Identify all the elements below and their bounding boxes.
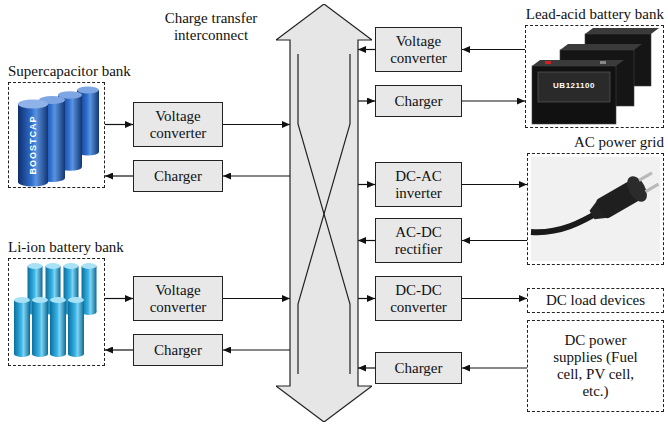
converter-box: Voltage converter [375, 27, 462, 72]
connector-arrow [105, 349, 133, 350]
cell-body [68, 300, 84, 354]
plug-face [623, 173, 651, 205]
box-label: DC-AC inverter [380, 168, 457, 202]
interconnect-arrow: Charge transfer interconnect [276, 4, 372, 422]
load-box: DC load devices [527, 288, 664, 313]
connector-arrow [462, 49, 525, 50]
plug-picture [531, 157, 662, 261]
connector-arrow [358, 49, 375, 50]
interconnect-outline [276, 4, 372, 422]
cell-top [82, 263, 97, 269]
connector-arrow [358, 100, 375, 101]
box-label: DC load devices [546, 292, 645, 309]
brand-print: BOOSTCAP [29, 115, 38, 174]
inverter-box: DC-AC inverter [375, 162, 462, 207]
connector-arrow [462, 367, 527, 368]
terminal [545, 61, 551, 64]
converter-box: Voltage converter [133, 102, 223, 147]
connector-arrow [358, 367, 375, 368]
box-label: Charger [394, 360, 442, 377]
bus-line [298, 54, 350, 374]
connector-arrow [462, 298, 527, 299]
supercapacitor-picture [18, 87, 99, 187]
cap-top [77, 87, 99, 94]
node-heading: Supercapacitor bank [8, 63, 131, 80]
storage-bank: Supercapacitor bank [8, 82, 105, 188]
storage-bank: Li-ion battery bank [8, 258, 105, 366]
connector-arrow [462, 100, 525, 101]
cell-top [64, 263, 79, 269]
photo-ground [531, 157, 660, 261]
rectifier-box: AC-DC rectifier [375, 218, 462, 263]
model-print: UB121100 [553, 82, 595, 90]
node-heading: Charge transfer interconnect [150, 10, 272, 44]
cell-top [68, 297, 84, 303]
box-label: Charger [394, 93, 442, 110]
cap-top [18, 100, 48, 109]
box-label: Voltage converter [138, 108, 218, 142]
connector-arrow [358, 240, 375, 241]
connector-arrow [223, 349, 290, 350]
terminal [600, 61, 606, 64]
cell-body [32, 300, 48, 354]
charger-box: Charger [375, 352, 462, 384]
connector-arrow [462, 240, 527, 241]
node-heading: Li-ion battery bank [8, 239, 124, 256]
converter-box: DC-DC converter [375, 276, 462, 321]
cell-top [32, 297, 48, 303]
box-label: Charger [154, 168, 202, 185]
connector-arrow [358, 184, 375, 185]
plug-pin [645, 183, 659, 193]
battery-body [532, 66, 616, 124]
cell-top [28, 263, 43, 269]
charger-box: Charger [375, 85, 462, 117]
li-ion-picture [14, 263, 97, 357]
battery-top [532, 60, 624, 66]
cell-top [50, 297, 66, 303]
cell-top [14, 297, 30, 303]
node-heading: Lead-acid battery bank [526, 6, 664, 23]
connector-arrow [105, 298, 133, 299]
box-label: DC power supplies (Fuel cell, PV cell, e… [546, 332, 646, 400]
box-label: AC-DC rectifier [380, 224, 457, 258]
node-heading: AC power grid [574, 134, 664, 151]
connector-arrow [223, 175, 290, 176]
cell-body [14, 300, 30, 354]
charger-box: Charger [133, 160, 223, 192]
charger-box: Charger [133, 334, 223, 366]
plug-pin [638, 172, 652, 182]
grid-source: AC power grid [527, 153, 664, 265]
connector-arrow [223, 298, 290, 299]
battery-label [538, 72, 610, 102]
cell-top [46, 263, 61, 269]
connector-arrow [358, 298, 375, 299]
box-label: DC-DC converter [380, 282, 457, 316]
battery-top [560, 44, 642, 50]
storage-bank: Lead-acid battery bank [525, 25, 664, 128]
lead-acid-picture [532, 28, 659, 124]
battery-top [585, 28, 659, 34]
double-arrow [276, 4, 372, 422]
box-label: Voltage converter [380, 33, 457, 67]
box-label: Voltage converter [138, 282, 218, 316]
cap-body [18, 104, 48, 182]
connector-arrow [462, 184, 527, 185]
cell-body [50, 300, 66, 354]
supply-box: DC power supplies (Fuel cell, PV cell, e… [527, 320, 664, 412]
connector-arrow [223, 124, 290, 125]
connector-arrow [105, 124, 133, 125]
connector-arrow [105, 175, 133, 176]
box-label: Charger [154, 342, 202, 359]
converter-box: Voltage converter [133, 276, 223, 321]
bus-line [298, 54, 350, 374]
